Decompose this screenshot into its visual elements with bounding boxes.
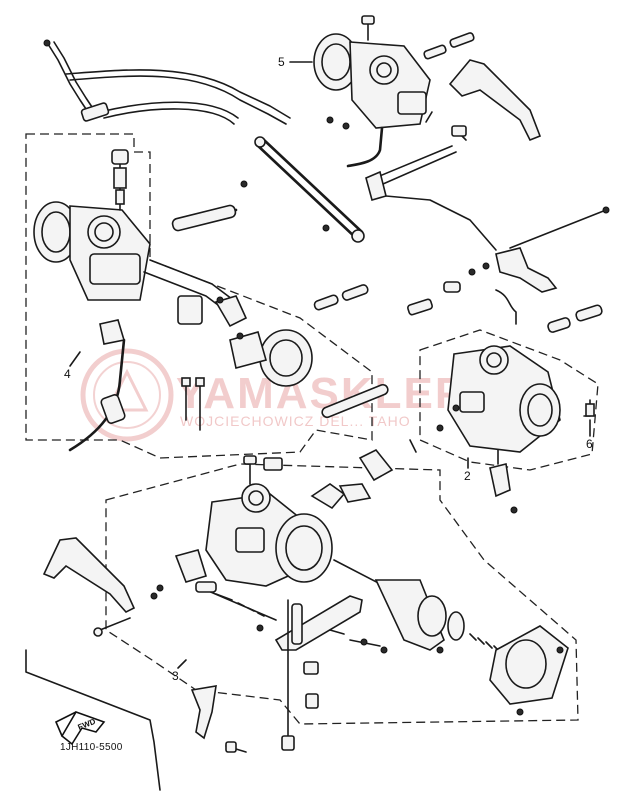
group-2-outline [419, 329, 599, 471]
bottom-carburetor [205, 439, 417, 587]
svg-text:5: 5 [278, 55, 285, 69]
part-code: 1JH110-5500 [60, 742, 123, 753]
svg-text:4: 4 [64, 367, 71, 381]
lower-linkage-assembly [174, 549, 388, 753]
callout-5: 4 [64, 351, 81, 381]
choke-linkage [407, 206, 610, 333]
margin-line [25, 649, 161, 791]
callout-4: 5 [278, 55, 313, 69]
svg-text:3: 3 [172, 669, 179, 683]
svg-text:6: 6 [586, 437, 593, 451]
group-5-outline [25, 133, 373, 459]
left-carburetor [33, 149, 313, 452]
callout-3: 3 [172, 659, 187, 683]
watermark-subtitle: WOJCIECHOWICZ DEL... TAHO [180, 413, 411, 429]
right-carburetor [436, 345, 561, 514]
lower-left-bracket [42, 537, 164, 637]
linkage-rods [171, 136, 389, 419]
throttle-cables [43, 39, 291, 125]
upper-bracket-assembly [365, 32, 542, 251]
diaphragm-assembly [333, 559, 569, 716]
svg-text:2: 2 [464, 469, 471, 483]
group-3-outline [105, 463, 579, 725]
forward-arrow-icon: FWD [54, 711, 106, 746]
callout-2: 2 [464, 457, 471, 483]
watermark-logo [80, 348, 174, 442]
top-carburetor [313, 15, 431, 168]
callout-6: 6 [583, 399, 595, 451]
